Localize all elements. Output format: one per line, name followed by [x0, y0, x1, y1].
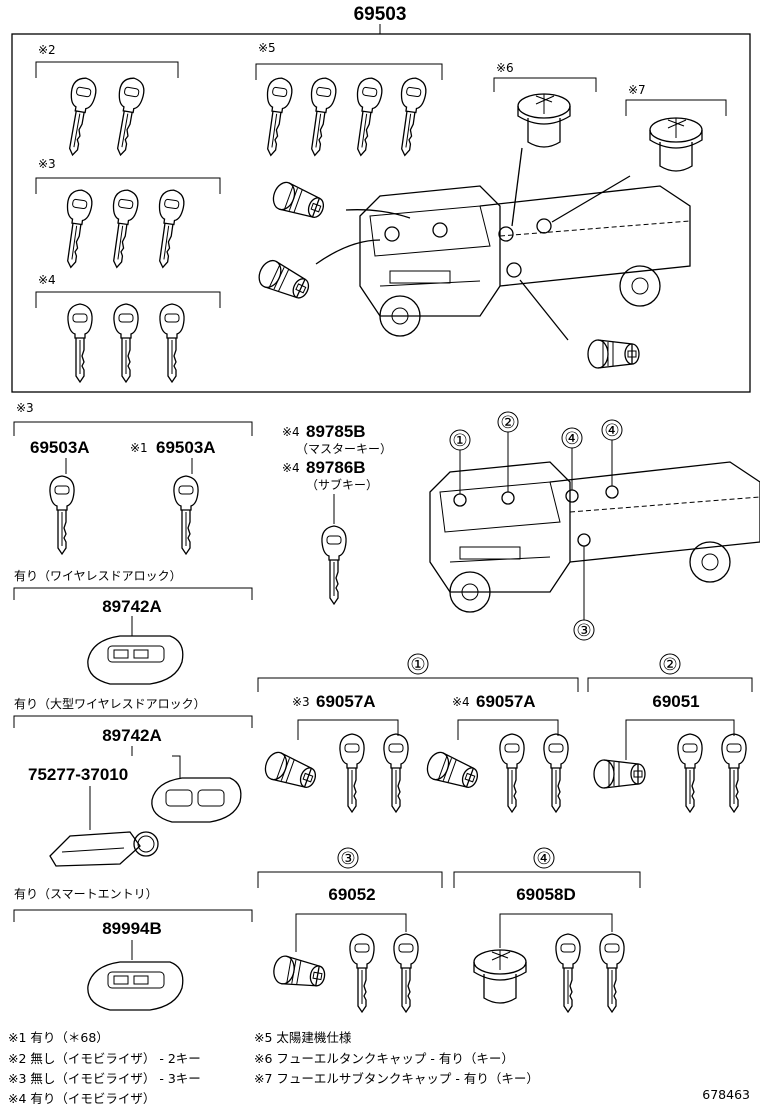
group-3-label: ※3	[38, 157, 56, 171]
key-icon	[302, 75, 339, 158]
key-icon	[348, 75, 385, 158]
part-89786b: 89786B	[306, 458, 366, 477]
sub-key-mark-1: ※4	[282, 425, 300, 439]
key-icon	[339, 733, 365, 813]
key-icon	[599, 933, 625, 1013]
group-1-mark: ①	[410, 655, 425, 675]
key-icon	[392, 75, 429, 158]
key-icon	[393, 933, 419, 1013]
key-icon	[49, 475, 75, 555]
key-icon	[258, 75, 295, 158]
key-icon	[677, 733, 703, 813]
part-89742a: 89742A	[102, 597, 162, 616]
lock-cylinder-icon	[271, 953, 328, 992]
part-69503a: 69503A	[30, 438, 90, 457]
part-69057a: 69057A	[316, 692, 376, 711]
lock-cylinder-icon	[269, 178, 328, 224]
remote-fob-icon	[151, 777, 242, 823]
key-a-mark: ※1	[130, 441, 148, 455]
location-2: ②	[500, 413, 515, 433]
group-7-label: ※7	[628, 83, 646, 97]
key-icon	[499, 733, 525, 813]
part-89994b: 89994B	[102, 919, 162, 938]
main-part-number: 69503	[354, 4, 407, 25]
key-icon	[60, 75, 99, 158]
fuel-cap-icon	[517, 93, 571, 148]
part-75277-37010: 75277-37010	[28, 765, 128, 784]
group-5-label: ※5	[258, 41, 276, 55]
key-icon	[113, 303, 139, 383]
part-69503a-2: 69503A	[156, 438, 216, 457]
key-icon	[58, 187, 95, 270]
note-5: ※5 太陽建機仕様	[254, 1030, 352, 1045]
key-icon	[543, 733, 569, 813]
main-frame	[11, 33, 751, 393]
key-tag-icon	[49, 831, 159, 867]
part-89742a-large: 89742A	[102, 726, 162, 745]
group-1a-mark: ※3	[292, 695, 310, 709]
note-3: ※3 無し（イモビライザ） - 3キー	[8, 1071, 201, 1086]
fuel-cap-icon	[473, 949, 527, 1004]
location-truck	[429, 461, 760, 613]
key-icon	[321, 525, 347, 605]
key-icon	[383, 733, 409, 813]
lock-cylinder-icon	[261, 748, 320, 794]
large-wireless-title: 有り（大型ワイヤレスドアロック）	[14, 697, 206, 711]
key-icon	[108, 75, 147, 158]
group-2-label: ※2	[38, 43, 56, 57]
note-6: ※6 フューエルタンクキャップ - 有り（キー）	[254, 1051, 514, 1066]
fuel-cap-icon	[649, 117, 703, 172]
part-69057a-2: 69057A	[476, 692, 536, 711]
lock-cylinder-icon	[254, 256, 314, 305]
key-icon	[173, 475, 199, 555]
lock-cylinder-icon	[423, 748, 482, 794]
location-3: ③	[576, 621, 591, 641]
group-6-label: ※6	[496, 61, 514, 75]
note-1: ※1 有り（＊68）	[8, 1030, 109, 1045]
key-icon	[159, 303, 185, 383]
sub-key-mark-2: ※4	[282, 461, 300, 475]
key-icon	[349, 933, 375, 1013]
group-2-mark: ②	[662, 655, 677, 675]
location-4b: ④	[604, 421, 619, 441]
lock-cylinder-icon	[593, 759, 646, 789]
key-icon	[555, 933, 581, 1013]
key-icon	[67, 303, 93, 383]
group-3-mark: ③	[340, 849, 355, 869]
note-4: ※4 有り（イモビライザ）	[8, 1091, 155, 1106]
part-69051: 69051	[652, 692, 699, 711]
note-7: ※7 フューエルサブタンクキャップ - 有り（キー）	[254, 1071, 539, 1086]
truck-icon	[429, 461, 760, 613]
wireless-title: 有り（ワイヤレスドアロック）	[14, 569, 182, 583]
remote-fob-icon	[87, 635, 184, 685]
figure-id: 678463	[702, 1087, 750, 1102]
group-4-mark: ④	[536, 849, 551, 869]
part-89785b: 89785B	[306, 422, 366, 441]
key-icon	[150, 187, 187, 270]
sub-key-note: （サブキー）	[306, 477, 378, 492]
key-icon	[721, 733, 747, 813]
part-69058d: 69058D	[516, 885, 576, 904]
location-1: ①	[452, 431, 467, 451]
group-1b-mark: ※4	[452, 695, 470, 709]
left-section-mark: ※3	[16, 401, 34, 415]
key-icon	[104, 187, 141, 270]
truck-icon	[359, 185, 691, 337]
smart-title: 有り（スマートエントリ）	[14, 887, 158, 901]
part-69052: 69052	[328, 885, 375, 904]
master-key-note: （マスターキー）	[296, 442, 392, 456]
lock-cylinder-icon	[587, 339, 640, 369]
location-4a: ④	[564, 429, 579, 449]
note-2: ※2 無し（イモビライザ） - 2キー	[8, 1051, 201, 1066]
group-4-label: ※4	[38, 273, 56, 287]
smart-key-icon	[87, 961, 184, 1011]
